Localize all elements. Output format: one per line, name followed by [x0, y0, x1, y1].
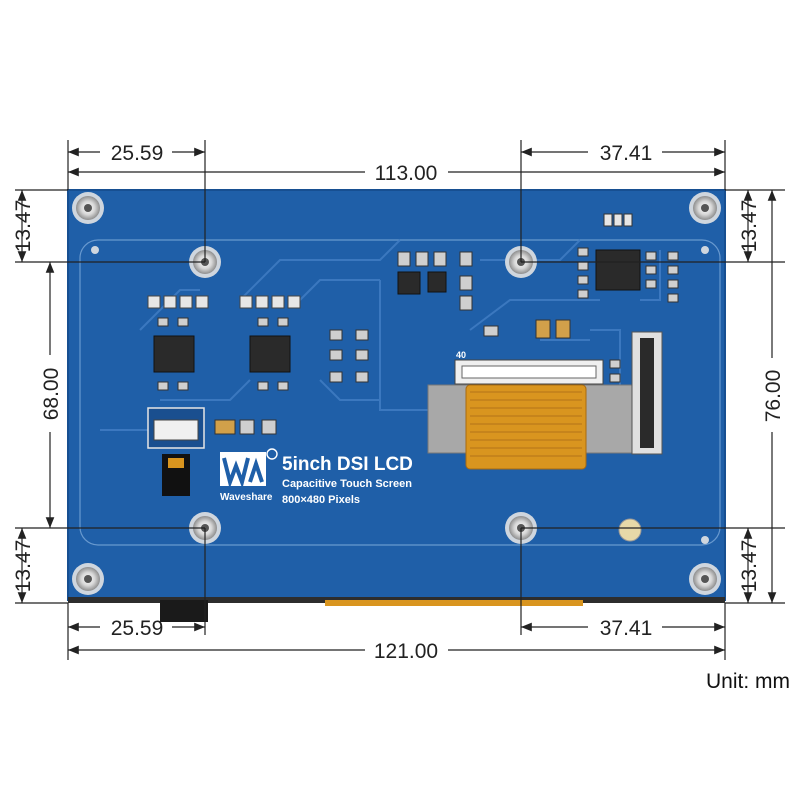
dim-bottom-right-offset: 37.41 [600, 617, 653, 640]
dim-top-hole-span: 113.00 [375, 162, 438, 185]
dim-left-top-edge: 13.47 [12, 200, 35, 253]
dim-right-top-edge: 13.47 [738, 200, 761, 253]
dim-bottom-left-offset: 25.59 [111, 617, 164, 640]
dim-overall-width: 121.00 [374, 640, 438, 663]
mounting-hole-icon [72, 192, 104, 224]
ffc-connector-icon [427, 331, 663, 470]
product-resolution: 800×480 Pixels [282, 494, 360, 506]
product-subtitle: Capacitive Touch Screen [282, 478, 412, 490]
dim-right-bottom-edge: 13.47 [738, 540, 761, 593]
brand-name: Waveshare [220, 492, 273, 503]
passive-components [147, 213, 679, 435]
touch-connector [147, 407, 205, 496]
dimension-labels: 25.59 37.41 113.00 25.59 37.41 121.00 13… [12, 142, 785, 663]
dimension-lines [15, 140, 785, 660]
mounting-hole-icon [72, 563, 104, 595]
waveshare-logo-icon [220, 448, 278, 489]
connector-pin-label: 40 [456, 350, 466, 360]
mounting-holes [72, 192, 721, 595]
ic-chips [153, 249, 641, 373]
mounting-hole-icon [689, 563, 721, 595]
product-title: 5inch DSI LCD [282, 454, 413, 475]
unit-label: Unit: mm [706, 670, 790, 693]
dim-right-height: 76.00 [762, 370, 785, 423]
dim-top-right-offset: 37.41 [600, 142, 653, 165]
pcb-board: 40 Waveshare 5inch DSI LCD Capacitive To… [67, 189, 726, 622]
mounting-hole-icon [689, 192, 721, 224]
dim-left-bottom-edge: 13.47 [12, 540, 35, 593]
dim-left-hole-span: 68.00 [40, 368, 63, 421]
dim-top-left-offset: 25.59 [111, 142, 164, 165]
